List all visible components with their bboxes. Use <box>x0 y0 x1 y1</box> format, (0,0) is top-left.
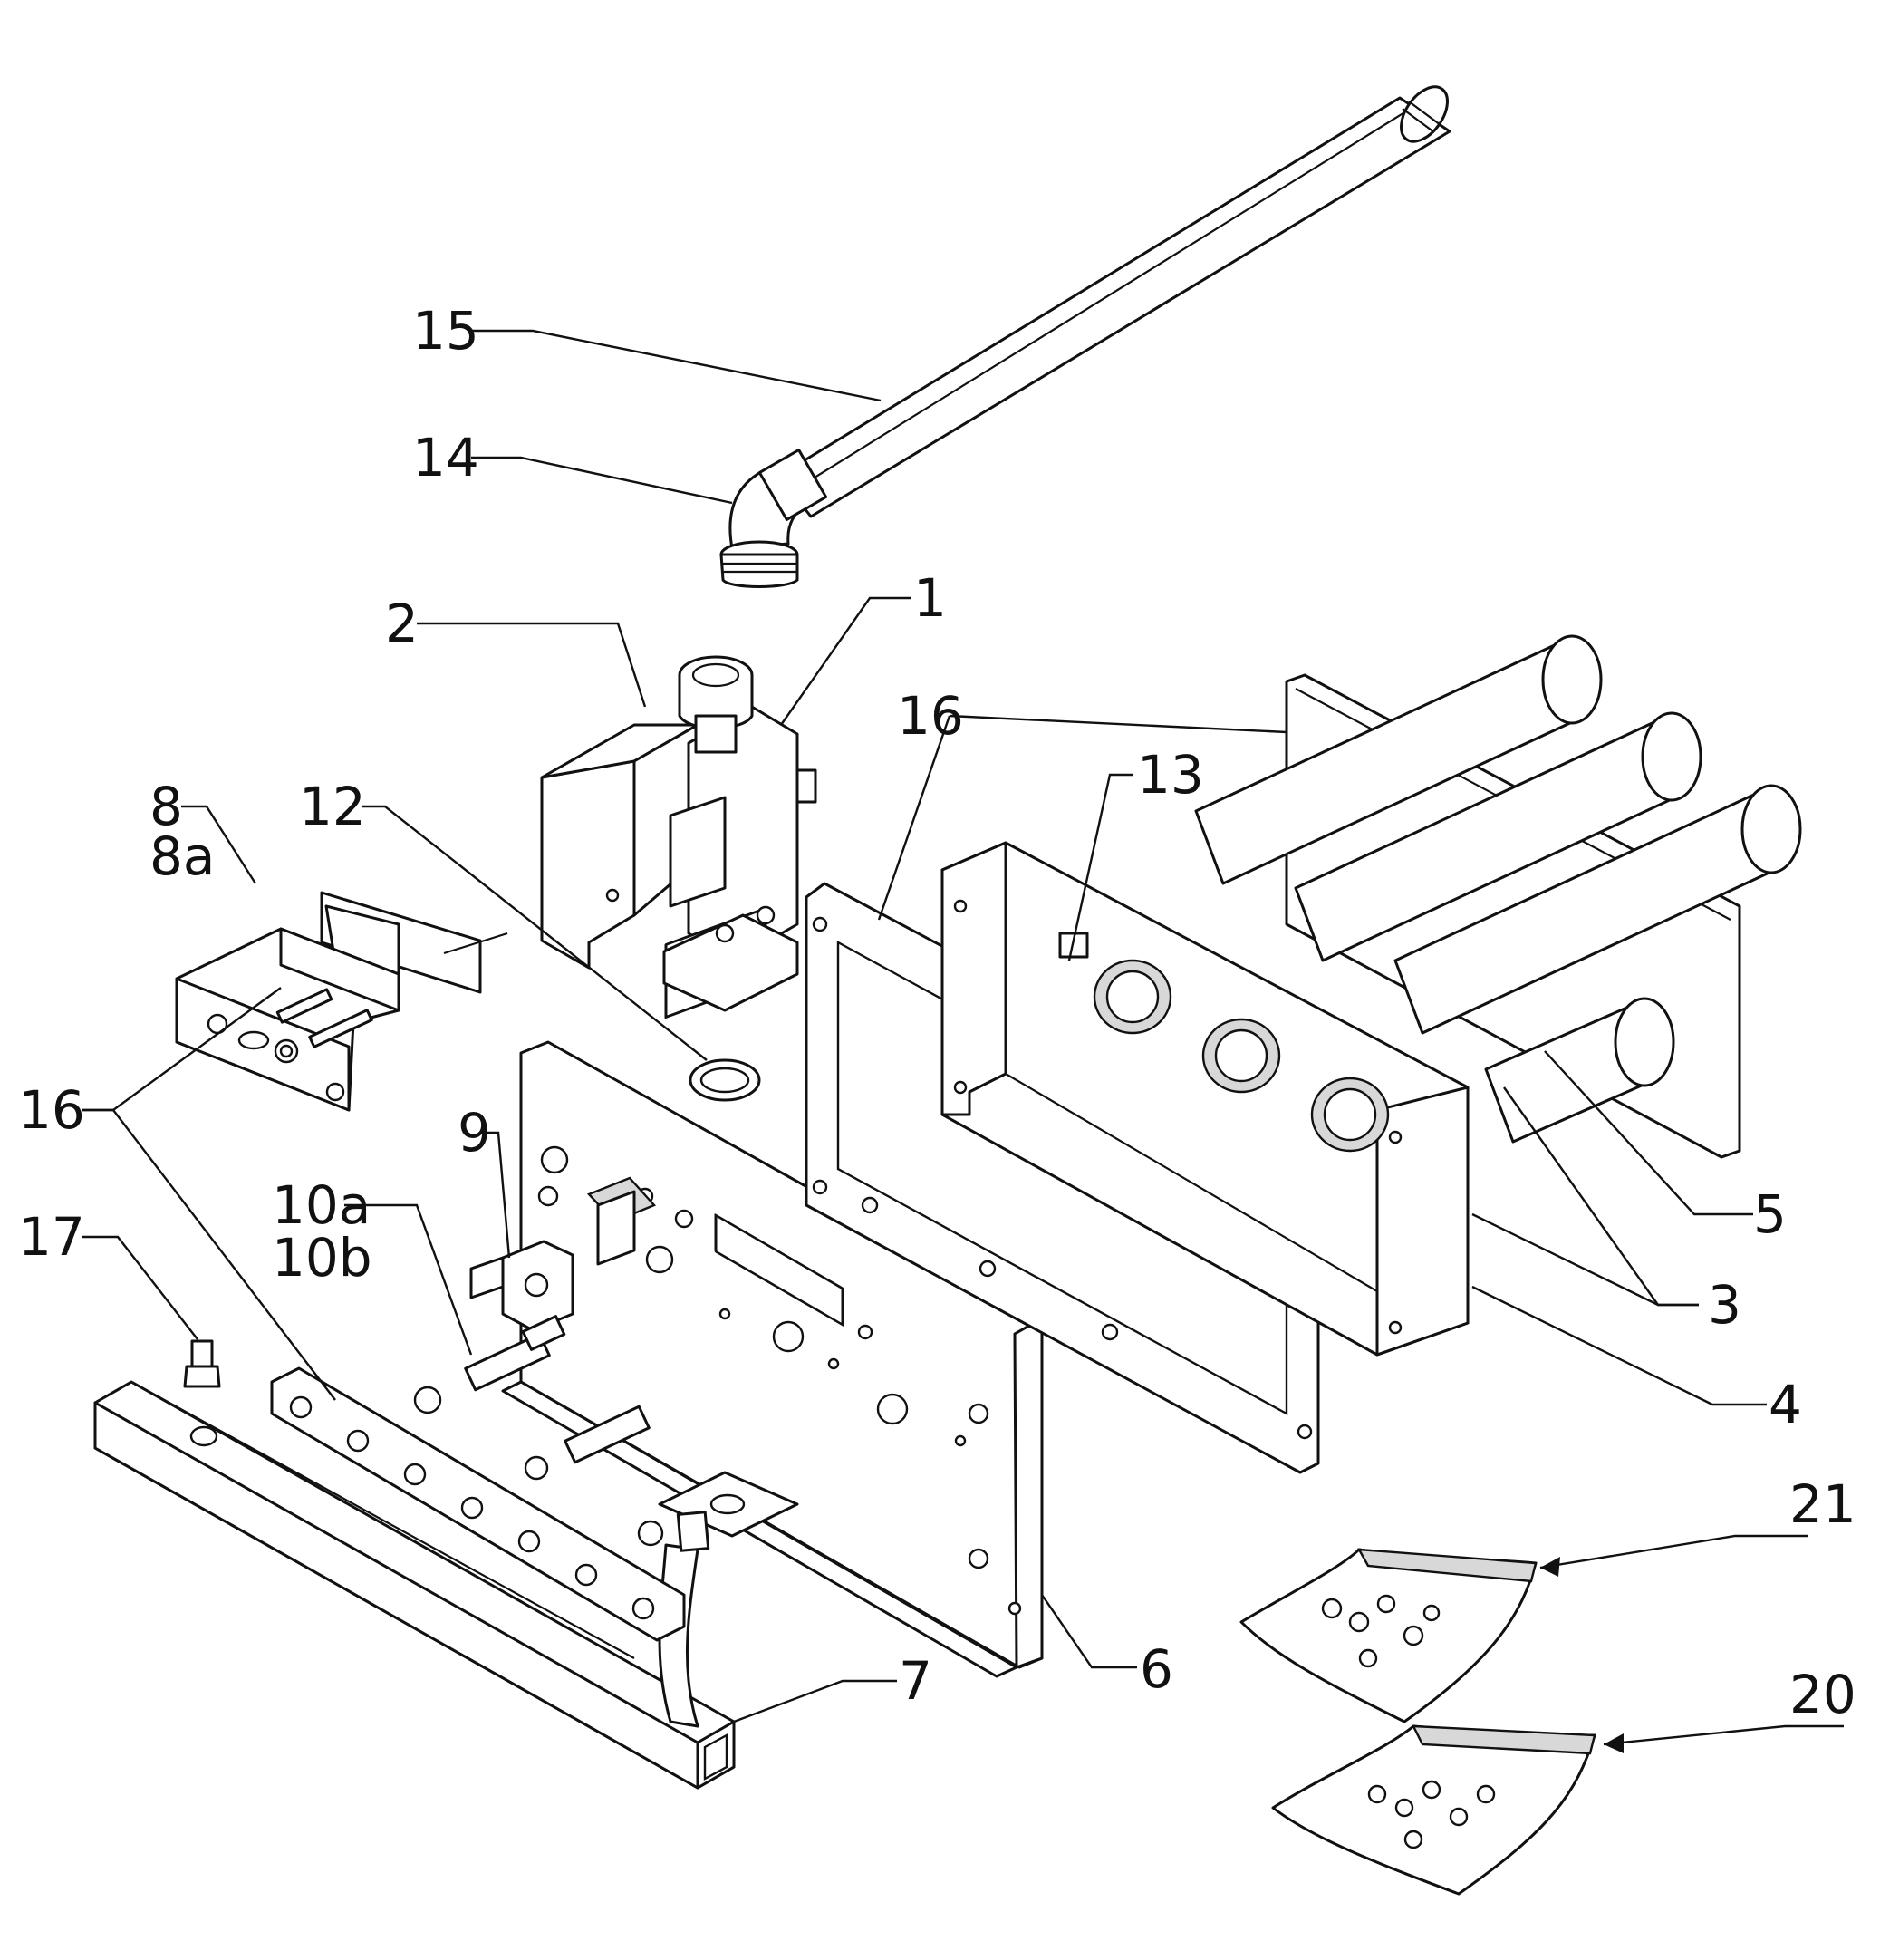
callout-5: 5 <box>1753 1183 1787 1245</box>
callout-9: 9 <box>458 1102 491 1163</box>
callout-7: 7 <box>899 1650 932 1712</box>
callout-10a: 10a <box>272 1174 371 1236</box>
callout-16-top: 16 <box>897 685 964 747</box>
part-5-burner-tubes <box>1194 634 1802 1144</box>
part-17-fitting <box>183 1339 221 1388</box>
callout-10b: 10b <box>272 1227 372 1289</box>
callout-6: 6 <box>1140 1638 1173 1700</box>
leader-lines <box>82 329 1844 1753</box>
callout-20: 20 <box>1789 1664 1856 1725</box>
callout-1: 1 <box>913 567 947 629</box>
part-21-hardware-bag <box>1239 1548 1538 1723</box>
part-14-elbow <box>719 449 828 588</box>
callout-2: 2 <box>385 593 419 654</box>
callout-8: 8 <box>149 776 183 837</box>
part-9-bracket <box>469 1240 574 1332</box>
callout-14: 14 <box>412 427 479 488</box>
callout-21: 21 <box>1789 1473 1856 1535</box>
part-2-valve-body <box>540 723 699 970</box>
part-6-front-panel <box>501 1040 1044 1678</box>
callout-4: 4 <box>1769 1374 1802 1435</box>
part-7-manifold <box>93 1380 799 1790</box>
part-8-pilot-assembly <box>175 891 508 1112</box>
callout-15: 15 <box>412 300 479 362</box>
callout-16-left: 16 <box>18 1079 85 1141</box>
part-20-hardware-bag <box>1271 1724 1596 1896</box>
callout-12: 12 <box>299 776 366 837</box>
callout-17: 17 <box>18 1206 85 1268</box>
callout-3: 3 <box>1708 1274 1741 1336</box>
part-10-orifices <box>413 1315 664 1547</box>
part-3-burner-box <box>940 841 1470 1357</box>
part-12-o-ring <box>689 1058 761 1102</box>
callout-8a: 8a <box>149 826 215 887</box>
callout-13: 13 <box>1137 744 1204 806</box>
callout-labels: 15 14 2 1 16 13 12 8 8a 16 9 10a 10b 17 … <box>18 300 1856 1725</box>
part-16-gasket-strip <box>270 1366 686 1642</box>
part-15-pipe <box>777 85 1451 518</box>
part-1-valve-regulator <box>662 655 817 1019</box>
